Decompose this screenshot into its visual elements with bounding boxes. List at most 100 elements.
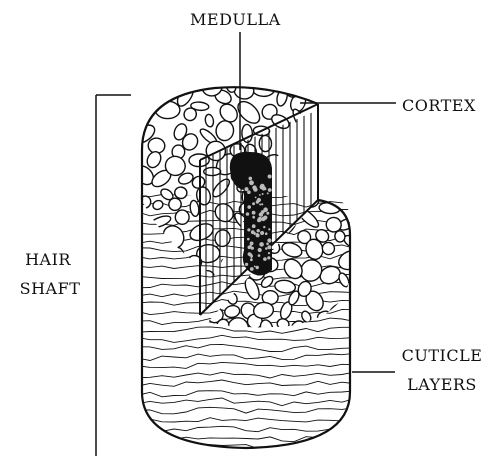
- cortex-cell: [311, 320, 334, 340]
- medulla-speckle: [259, 242, 264, 247]
- cortex-cell: [285, 137, 297, 151]
- medulla-speckle: [259, 204, 261, 206]
- cortex-cell: [233, 81, 255, 100]
- medulla-speckle: [258, 254, 261, 257]
- medulla-speckle: [254, 232, 256, 234]
- medulla-speckle: [256, 200, 259, 203]
- cortex-cell: [276, 318, 290, 331]
- cortex-cell: [159, 222, 187, 251]
- medulla-speckle: [250, 258, 253, 261]
- cortex-cell: [151, 199, 164, 211]
- medulla-speckle: [267, 256, 270, 259]
- cuticle-line: [138, 380, 354, 386]
- medulla-speckle: [257, 229, 260, 232]
- medulla-speckle: [260, 231, 264, 235]
- cortex-cell: [146, 262, 172, 282]
- medulla-speckle: [264, 188, 266, 190]
- medulla-speckle: [249, 180, 254, 185]
- cuticle-layers-label-line-1: CUTICLE: [397, 346, 487, 366]
- medulla-speckle: [268, 188, 272, 192]
- medulla-speckle: [250, 255, 253, 258]
- hair-shaft-label-line-1: HAIR: [24, 250, 72, 270]
- medulla-speckle: [253, 187, 257, 191]
- medulla-speckle: [247, 190, 251, 194]
- medulla-speckle: [268, 228, 270, 230]
- medulla-speckle: [263, 216, 267, 220]
- medulla-speckle: [256, 233, 258, 235]
- medulla-speckle: [249, 177, 253, 181]
- cortex-cell: [134, 246, 153, 266]
- cortex-cell: [234, 98, 264, 128]
- cuticle-line: [138, 362, 354, 368]
- cuticle-layers-label-line-2: LAYERS: [397, 375, 487, 395]
- cortex-cell: [259, 135, 272, 152]
- medulla-speckle: [254, 266, 256, 268]
- cuticle-line: [138, 344, 354, 351]
- medulla-speckle: [262, 193, 264, 195]
- medulla-speckle: [258, 199, 261, 202]
- medulla-speckle: [261, 203, 263, 205]
- medulla-speckle: [267, 238, 271, 242]
- medulla-speckle: [268, 252, 270, 254]
- medulla-speckle: [250, 242, 254, 246]
- cortex-cell: [291, 142, 314, 165]
- cortex-cell: [204, 321, 220, 342]
- medulla-speckle: [252, 202, 255, 205]
- medulla-speckle: [250, 267, 254, 271]
- cuticle-line: [138, 372, 354, 378]
- medulla-speckle: [247, 205, 251, 209]
- cuticle-line: [138, 335, 354, 342]
- medulla-speckle: [247, 228, 250, 231]
- medulla-speckle: [260, 185, 264, 189]
- medulla-speckle: [252, 216, 255, 219]
- cuticle-line: [138, 426, 354, 432]
- medulla-speckle: [266, 243, 269, 246]
- medulla-speckle: [267, 192, 269, 194]
- medulla-speckle: [259, 194, 261, 196]
- medulla-speckle: [257, 218, 261, 222]
- cortex-cell: [189, 200, 200, 217]
- cortex-label: CORTEX: [402, 96, 476, 116]
- medulla-speckle: [266, 212, 269, 215]
- cuticle-line: [138, 418, 354, 422]
- medulla-speckle: [265, 232, 268, 235]
- medulla-speckle: [251, 247, 254, 250]
- medulla-speckle: [261, 210, 265, 214]
- cortex-cell: [138, 75, 159, 97]
- cortex-cell: [175, 210, 190, 225]
- medulla-speckle: [263, 226, 265, 228]
- medulla-speckle: [265, 247, 268, 250]
- cortex-cell: [294, 127, 317, 149]
- medulla-speckle: [252, 224, 256, 228]
- cortex-cell: [215, 120, 235, 142]
- cortex-cell: [226, 291, 239, 305]
- medulla-speckle: [252, 211, 256, 215]
- cuticle-line: [138, 353, 354, 360]
- medulla-speckle: [256, 266, 259, 269]
- cortex-cell: [285, 161, 298, 173]
- cortex-cell: [174, 186, 187, 199]
- medulla-speckle: [247, 238, 250, 241]
- cortex-cell: [157, 82, 172, 95]
- cuticle-line: [138, 435, 354, 442]
- medulla-label: MEDULLA: [190, 10, 281, 30]
- medulla-speckle: [268, 175, 272, 179]
- medulla-speckle: [258, 248, 262, 252]
- hair-shaft-label-line-2: SHAFT: [18, 279, 82, 299]
- cortex-cell: [204, 114, 214, 128]
- cortex-cell: [224, 304, 241, 318]
- cortex-cell: [130, 91, 153, 114]
- medulla-speckle: [255, 197, 257, 199]
- medulla-speckle: [246, 212, 249, 215]
- medulla-speckle: [245, 263, 248, 266]
- medulla-speckle: [267, 245, 271, 249]
- cortex-cell: [324, 298, 358, 330]
- cuticle-line: [138, 327, 354, 333]
- cortex-cell: [220, 256, 243, 275]
- cuticle-line: [138, 391, 354, 397]
- medulla-speckle: [245, 187, 249, 191]
- cortex-cell: [213, 228, 232, 248]
- cortex-cell: [280, 240, 304, 259]
- cuticle-line: [138, 407, 354, 414]
